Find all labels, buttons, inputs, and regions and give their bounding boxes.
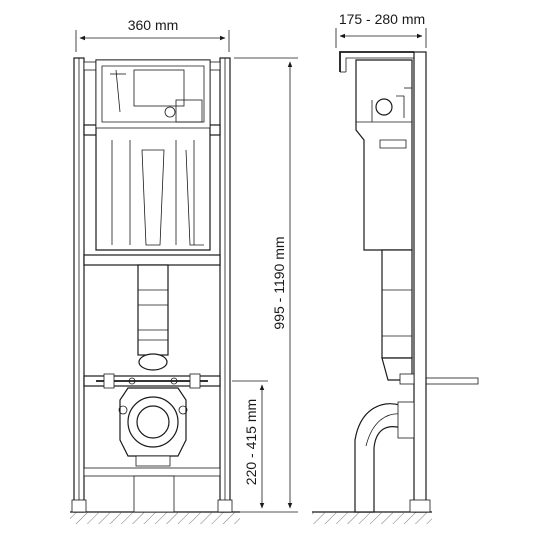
height-dimension: 995 - 1190 mm [234, 57, 298, 513]
side-cistern [355, 59, 413, 251]
front-uprights [71, 57, 233, 513]
side-flush-pipe [381, 249, 413, 381]
side-floor [312, 511, 432, 524]
front-floor [70, 511, 240, 524]
height-dimension-label: 995 - 1190 mm [271, 236, 287, 329]
front-cistern [83, 59, 221, 266]
front-flush-pipe [137, 264, 169, 371]
depth-dimension-label: 175 - 280 mm [339, 11, 425, 27]
side-mounting-bolt [399, 373, 479, 385]
depth-dimension: 175 - 280 mm [335, 11, 427, 48]
side-outlet-bend [354, 401, 415, 513]
side-frame [409, 51, 431, 513]
side-top-bracket [339, 51, 414, 73]
side-view: 175 - 280 mm [312, 11, 479, 524]
front-mounting-bar [83, 373, 221, 389]
front-outlet-bend [118, 387, 188, 467]
outlet-height-dimension: 220 - 415 mm [232, 380, 268, 509]
outlet-height-label: 220 - 415 mm [243, 399, 259, 485]
width-dimension-label: 360 mm [128, 17, 179, 33]
width-dimension: 360 mm [75, 17, 230, 52]
front-bottom [83, 467, 221, 513]
front-view: 360 mm 995 - 1190 mm 220 - 415 mm [70, 17, 298, 524]
